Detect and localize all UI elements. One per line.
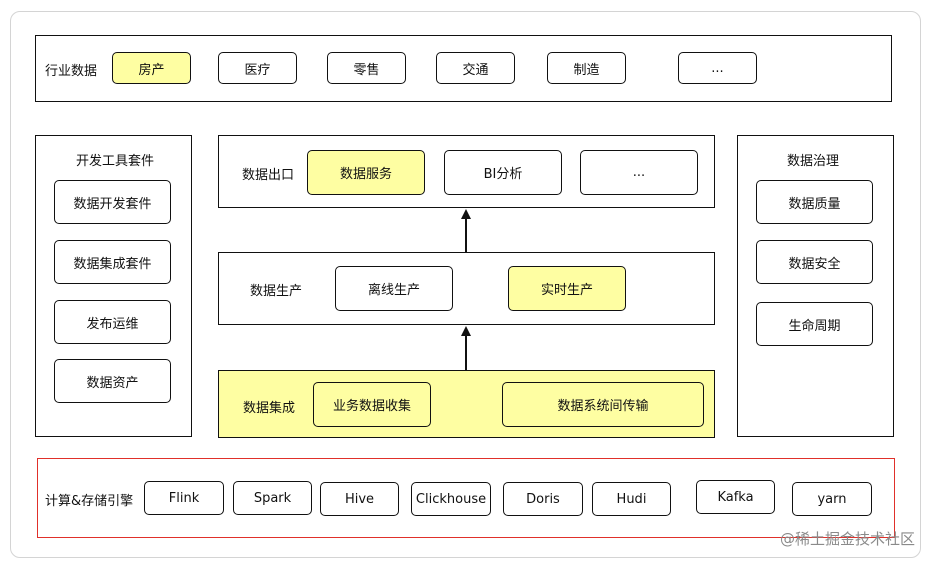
integration-item-business-collect: 业务数据收集 <box>313 382 431 427</box>
dev-tools-item-data-assets: 数据资产 <box>54 359 171 403</box>
integration-title: 数据集成 <box>243 401 296 416</box>
output-item-bi: BI分析 <box>444 150 562 195</box>
watermark: @稀土掘金技术社区 <box>779 530 915 548</box>
engine-title: 计算&存储引擎 <box>45 494 134 509</box>
engine-item-kafka: Kafka <box>696 480 775 514</box>
output-item-more: ... <box>580 150 698 195</box>
governance-item-quality: 数据质量 <box>756 180 873 224</box>
governance-item-security: 数据安全 <box>756 240 873 284</box>
engine-item-yarn: yarn <box>792 482 872 516</box>
engine-item-flink: Flink <box>144 481 224 515</box>
industry-item-real-estate: 房产 <box>112 52 191 84</box>
governance-title: 数据治理 <box>787 154 840 169</box>
production-panel <box>218 252 715 325</box>
dev-tools-title: 开发工具套件 <box>76 154 155 169</box>
engine-item-spark: Spark <box>233 481 312 515</box>
output-item-data-service: 数据服务 <box>307 150 425 195</box>
industry-title: 行业数据 <box>45 64 98 79</box>
engine-item-hudi: Hudi <box>592 482 671 516</box>
dev-tools-item-dev-suite: 数据开发套件 <box>54 180 171 224</box>
industry-item-transport: 交通 <box>436 52 515 84</box>
industry-item-retail: 零售 <box>327 52 406 84</box>
production-item-offline: 离线生产 <box>335 266 453 311</box>
industry-item-medical: 医疗 <box>218 52 297 84</box>
engine-item-doris: Doris <box>503 482 583 516</box>
engine-item-clickhouse: Clickhouse <box>411 482 491 516</box>
industry-item-more: ... <box>678 52 757 84</box>
dev-tools-item-integration-suite: 数据集成套件 <box>54 240 171 284</box>
production-title: 数据生产 <box>250 284 303 299</box>
arrow-up-icon <box>461 326 471 370</box>
dev-tools-item-release-ops: 发布运维 <box>54 300 171 344</box>
integration-item-system-transfer: 数据系统间传输 <box>502 382 704 427</box>
arrow-up-icon <box>461 209 471 252</box>
production-item-realtime: 实时生产 <box>508 266 626 311</box>
governance-item-lifecycle: 生命周期 <box>756 302 873 346</box>
engine-item-hive: Hive <box>320 482 399 516</box>
industry-item-manufacturing: 制造 <box>547 52 626 84</box>
output-title: 数据出口 <box>242 168 295 183</box>
